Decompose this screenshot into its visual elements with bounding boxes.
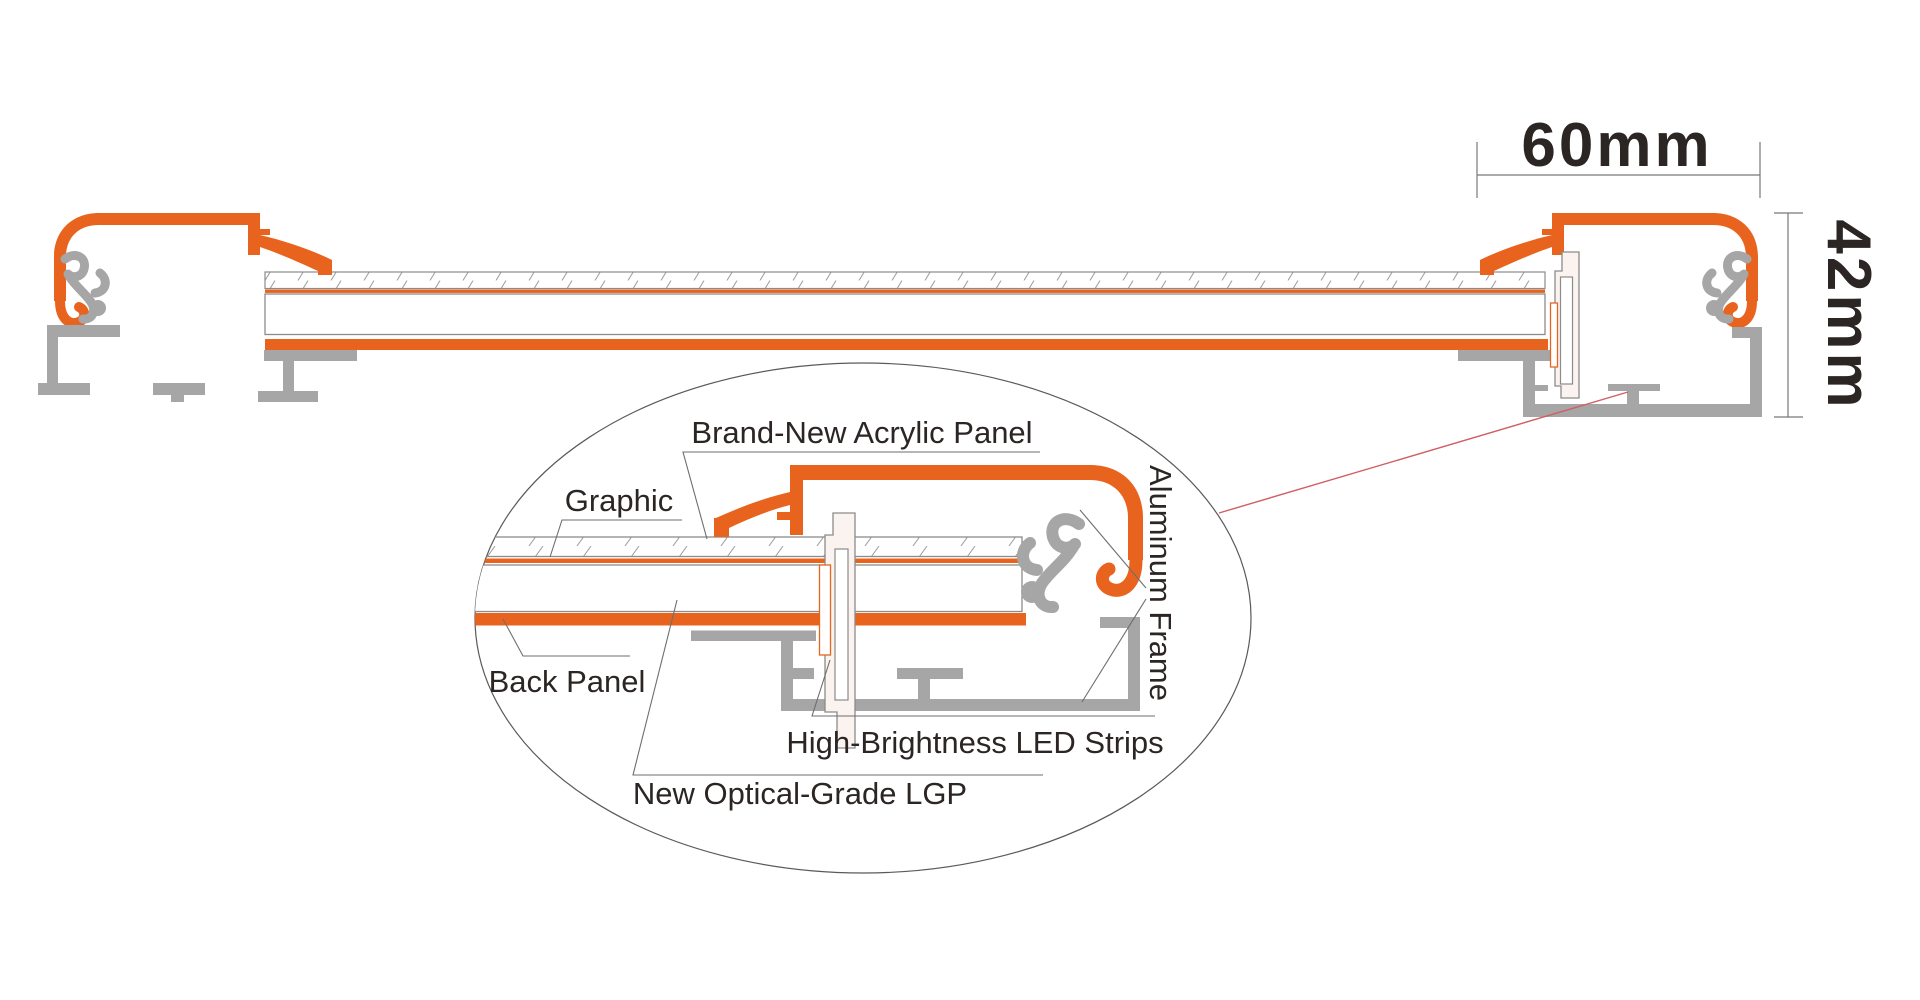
detail-ellipse: Brand-New Acrylic Panel Graphic Back Pan… <box>474 362 1252 874</box>
lgp-layer <box>264 293 1546 336</box>
callout-leader-lines <box>502 451 1155 776</box>
mounting-channel <box>1523 327 1762 417</box>
left-mounting-bracket <box>38 325 205 402</box>
detail-content <box>475 465 1143 749</box>
panel-brackets <box>258 350 1550 402</box>
led-strip-assembly <box>1549 251 1580 399</box>
label-led-strips: High-Brightness LED Strips <box>786 725 1163 760</box>
detail-bracket <box>691 630 816 641</box>
left-frame-profile <box>38 213 332 402</box>
detail-graphic-layer <box>475 558 1022 563</box>
width-dimension: 60mm <box>1476 111 1761 198</box>
detail-frame-profile <box>714 465 1143 613</box>
label-graphic: Graphic <box>565 483 674 518</box>
back-panel-layer <box>265 339 1548 350</box>
detail-lgp <box>475 564 1023 613</box>
detail-led-assembly <box>818 512 856 749</box>
label-acrylic-panel: Brand-New Acrylic Panel <box>691 415 1032 450</box>
graphic-layer <box>265 289 1545 293</box>
detail-callout-line <box>1218 391 1629 514</box>
detail-mounting-channel <box>781 617 1140 711</box>
detail-spring-clip <box>1017 513 1085 613</box>
dim-depth-label: 42mm <box>1814 219 1883 410</box>
label-lgp: New Optical-Grade LGP <box>633 776 967 811</box>
acrylic-panel-layer <box>264 271 1546 290</box>
dim-width-label: 60mm <box>1521 111 1712 180</box>
label-aluminum-frame: Aluminum Frame <box>1143 465 1178 701</box>
right-frame-profile <box>1480 213 1762 417</box>
detail-back-panel <box>475 613 1026 626</box>
label-back-panel: Back Panel <box>489 664 646 699</box>
depth-dimension: 42mm <box>1774 212 1883 418</box>
main-cross-section: 60mm 42mm <box>38 111 1883 418</box>
detail-acrylic-panel <box>475 536 1023 558</box>
